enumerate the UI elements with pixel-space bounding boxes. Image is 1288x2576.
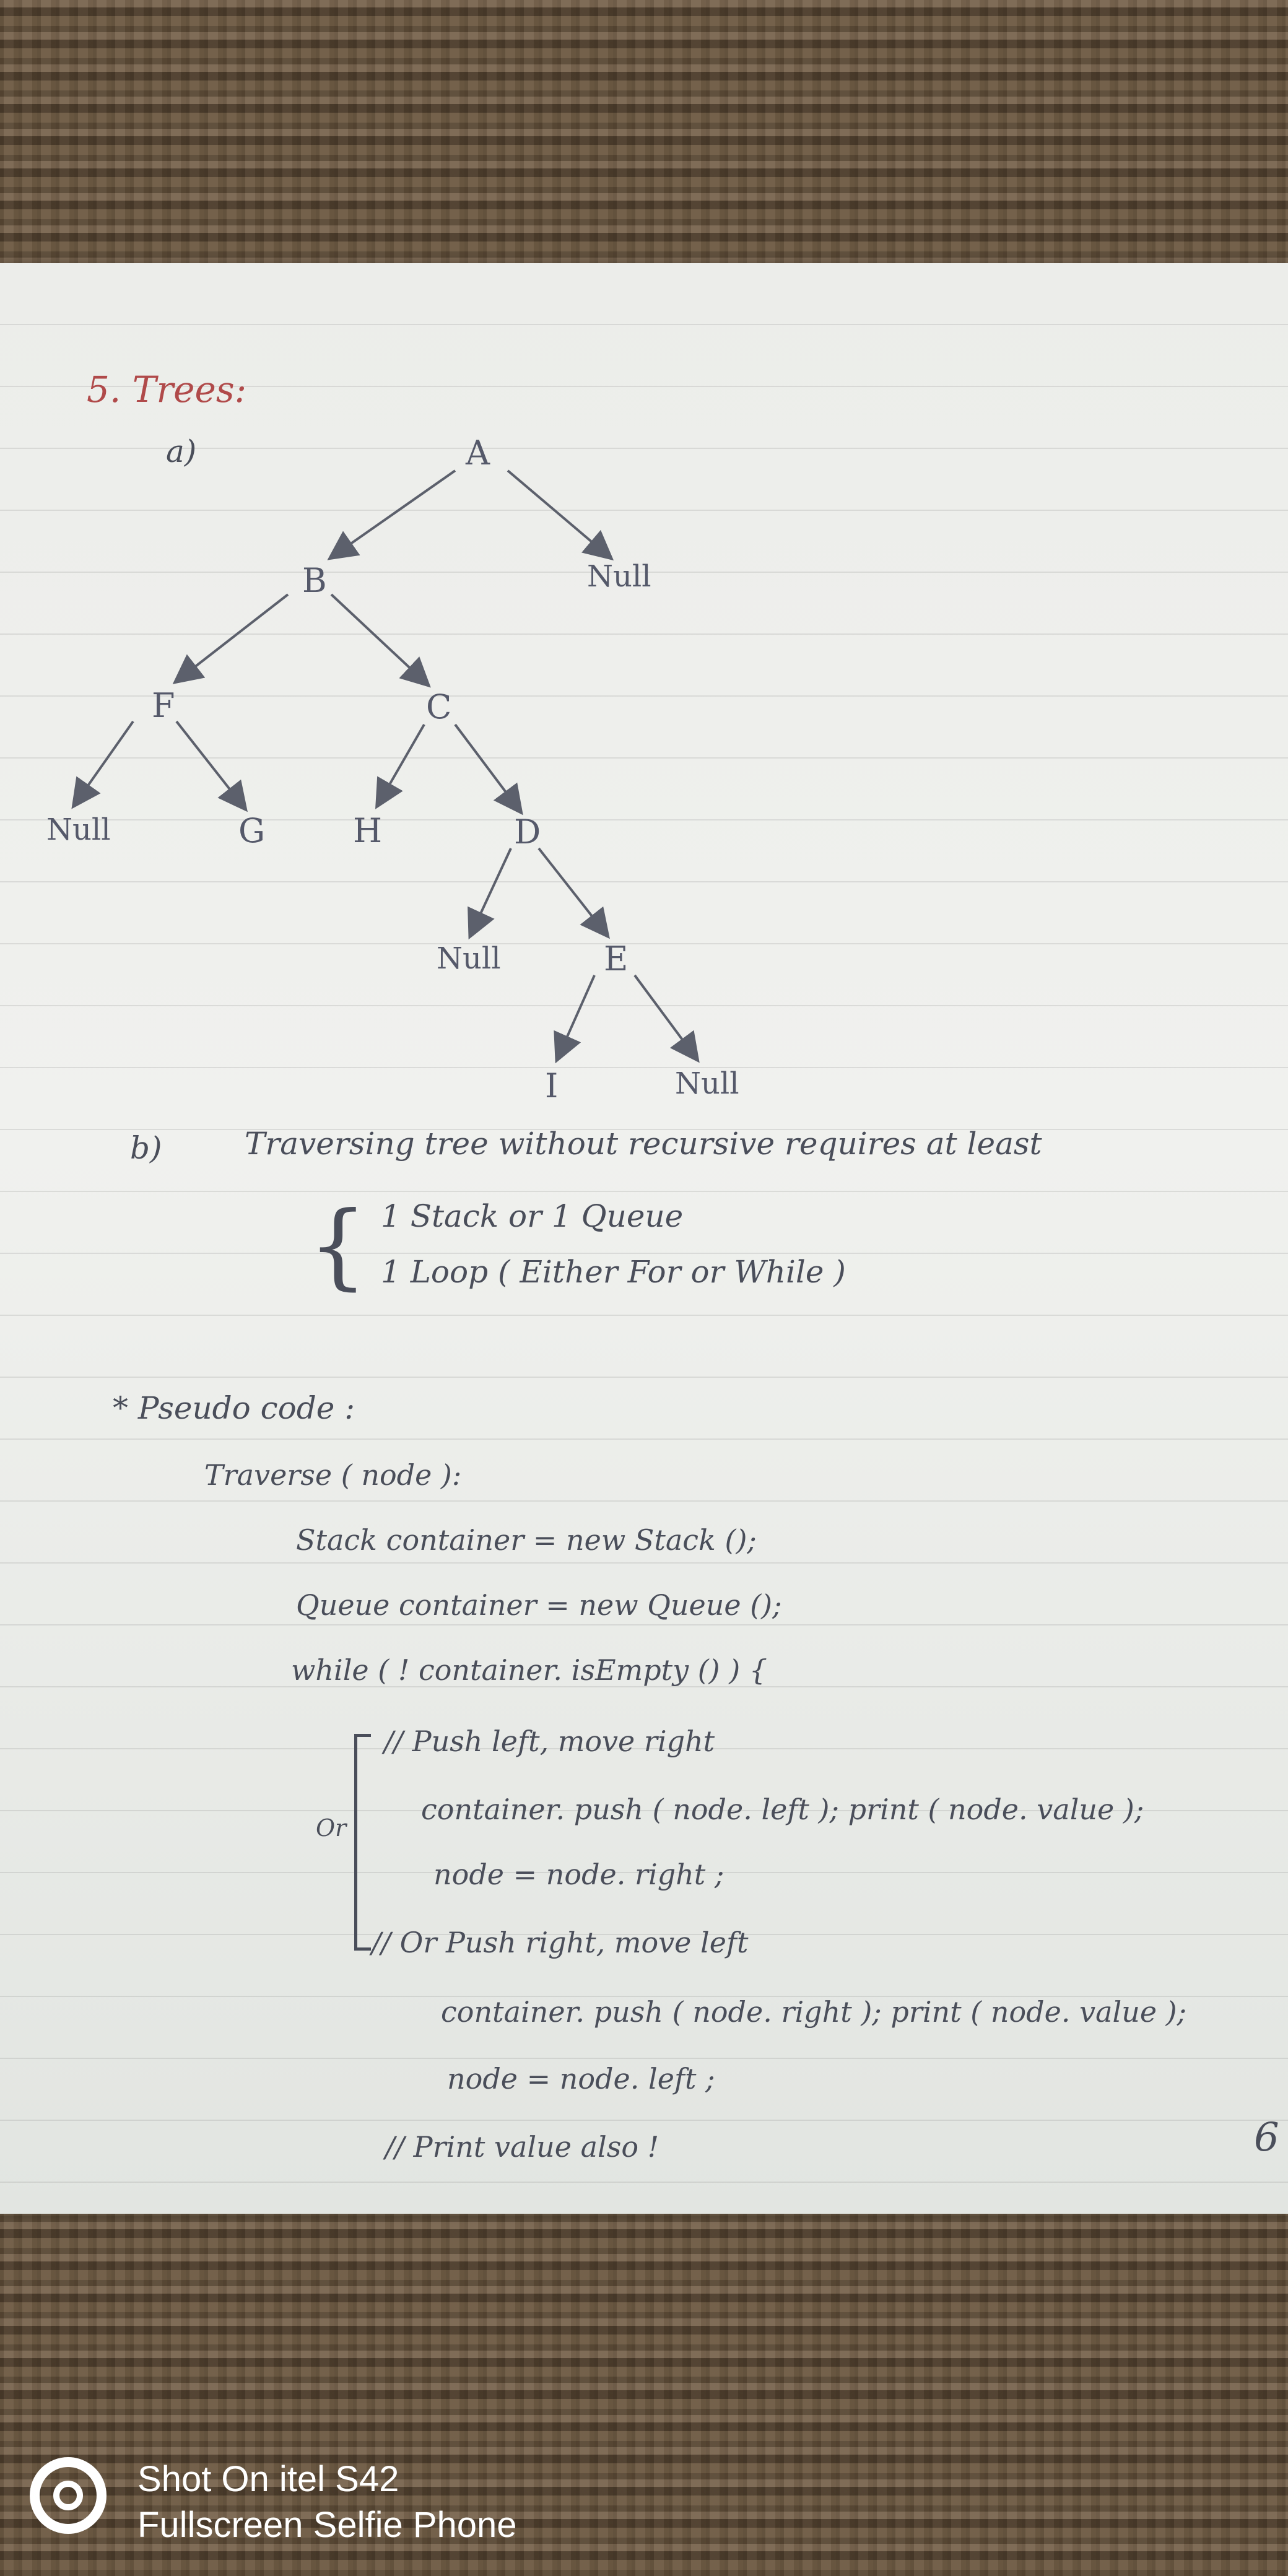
part-b-line-2: 1 Stack or 1 Queue [381, 1198, 684, 1234]
tree-node-d: D [514, 812, 541, 851]
part-b-line-1: Traversing tree without recursive requir… [245, 1126, 1042, 1162]
or-label: Or [316, 1814, 347, 1842]
watermark-line-1: Shot On itel S42 [137, 2459, 399, 2499]
code-line-traverse: Traverse ( node ): [204, 1458, 462, 1492]
edge-f-null [71, 720, 134, 809]
tree-node-b: B [302, 561, 327, 600]
code-line-node-right: node = node. right ; [433, 1858, 724, 1891]
code-line-node-left: node = node. left ; [447, 2062, 715, 2095]
tree-node-null-f: Null [46, 812, 111, 847]
tree-node-null-d: Null [437, 941, 501, 976]
code-comment-push-left: // Push left, move right [384, 1725, 715, 1758]
tree-node-h: H [353, 811, 383, 850]
edge-d-null [468, 848, 512, 940]
curly-brace: { [308, 1192, 368, 1300]
edge-c-h [375, 724, 425, 809]
edge-a-null [507, 469, 614, 561]
tree-node-null-e: Null [675, 1066, 739, 1101]
tree-node-e: E [604, 939, 629, 978]
edge-d-e [537, 847, 610, 939]
tree-node-a: A [466, 433, 490, 472]
tree-node-null-a: Null [587, 559, 651, 594]
pseudo-code-title: * Pseudo code : [113, 1390, 355, 1426]
code-line-while: while ( ! container. isEmpty () ) { [291, 1653, 768, 1687]
tree-node-c: C [426, 687, 452, 726]
edge-b-c [330, 593, 431, 688]
camera-aperture-icon [30, 2457, 107, 2534]
edge-e-i [554, 975, 596, 1064]
code-line-queue: Queue container = new Queue (); [296, 1588, 782, 1622]
notebook-page [0, 263, 1288, 2214]
or-bracket [354, 1734, 371, 1951]
page-number: 6 [1254, 2115, 1279, 2160]
tree-node-f: F [152, 686, 175, 725]
part-b-line-3: 1 Loop ( Either For or While ) [381, 1254, 846, 1290]
section-heading: 5. Trees: [87, 368, 247, 411]
code-comment-push-right: // Or Push right, move left [372, 1926, 749, 1959]
edge-c-d [454, 723, 523, 816]
edge-a-b [327, 469, 456, 560]
code-line-push-left: container. push ( node. left ); print ( … [421, 1793, 1144, 1826]
edge-f-g [175, 720, 248, 812]
code-line-stack: Stack container = new Stack (); [296, 1523, 757, 1557]
watermark-line-2: Fullscreen Selfie Phone [137, 2505, 517, 2545]
edge-e-null [633, 974, 700, 1063]
edge-b-f [172, 593, 289, 684]
code-line-push-right: container. push ( node. right ); print (… [441, 1995, 1187, 2029]
tree-node-g: G [238, 811, 266, 850]
tree-node-i: I [545, 1066, 559, 1105]
part-a-label: a) [166, 433, 197, 469]
code-comment-print: // Print value also ! [385, 2130, 659, 2164]
part-b-label: b) [130, 1130, 162, 1166]
camera-watermark: Shot On itel S42 Fullscreen Selfie Phone [0, 2434, 681, 2557]
